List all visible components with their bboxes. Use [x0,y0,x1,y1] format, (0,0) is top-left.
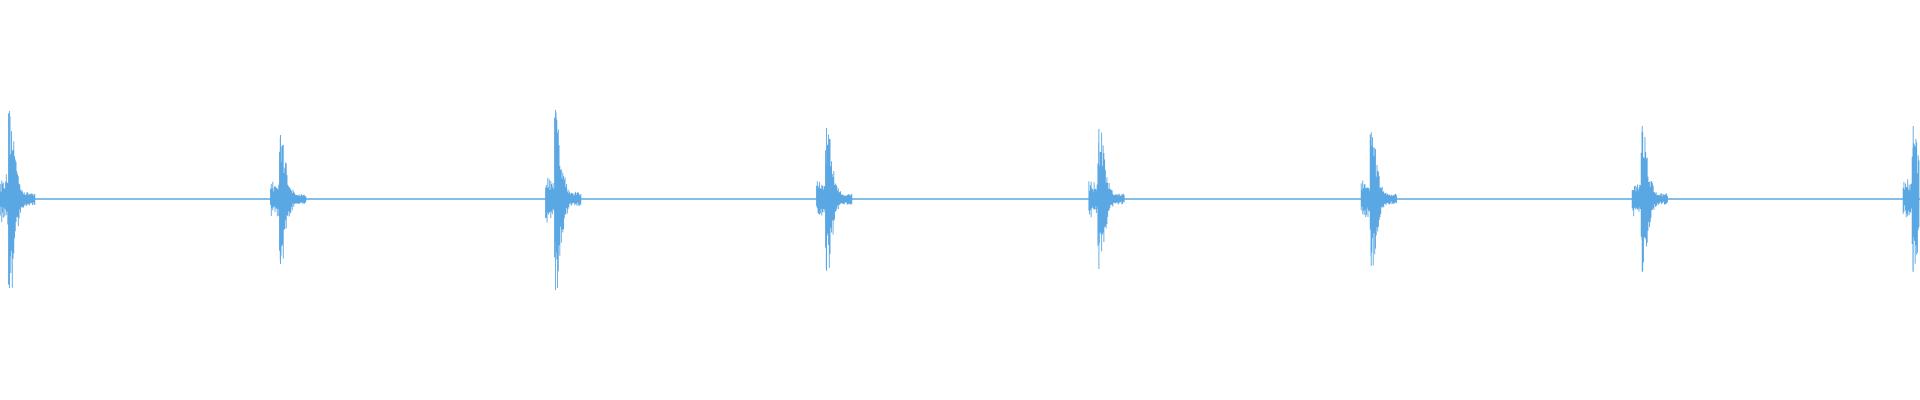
waveform-burst-core [1632,189,1649,209]
waveform-burst-tail [568,195,575,203]
waveform-burst-tail [1384,195,1391,203]
waveform-burst-core [816,189,833,209]
waveform-burst-tail [22,195,29,203]
waveform-burst-core [545,189,562,209]
waveform-burst-core [0,189,16,209]
waveform-burst [0,111,36,288]
waveform-burst [1902,126,1920,272]
waveform-burst-core [1903,189,1920,209]
waveform-burst [816,128,853,271]
waveform-burst-tail [293,195,300,203]
waveform-burst-core [1088,189,1105,209]
waveform-burst [1631,126,1668,272]
waveform-channel [0,110,1920,290]
waveform-burst [270,135,307,264]
waveform-burst-tail [1111,195,1118,203]
waveform-burst-core [1361,189,1378,209]
waveform-burst [1088,129,1125,269]
waveform-burst-tail [1655,195,1662,203]
waveform-burst-core [270,189,287,209]
waveform-burst [1360,132,1397,266]
waveform-burst [545,110,582,290]
waveform-burst-tail [839,195,846,203]
